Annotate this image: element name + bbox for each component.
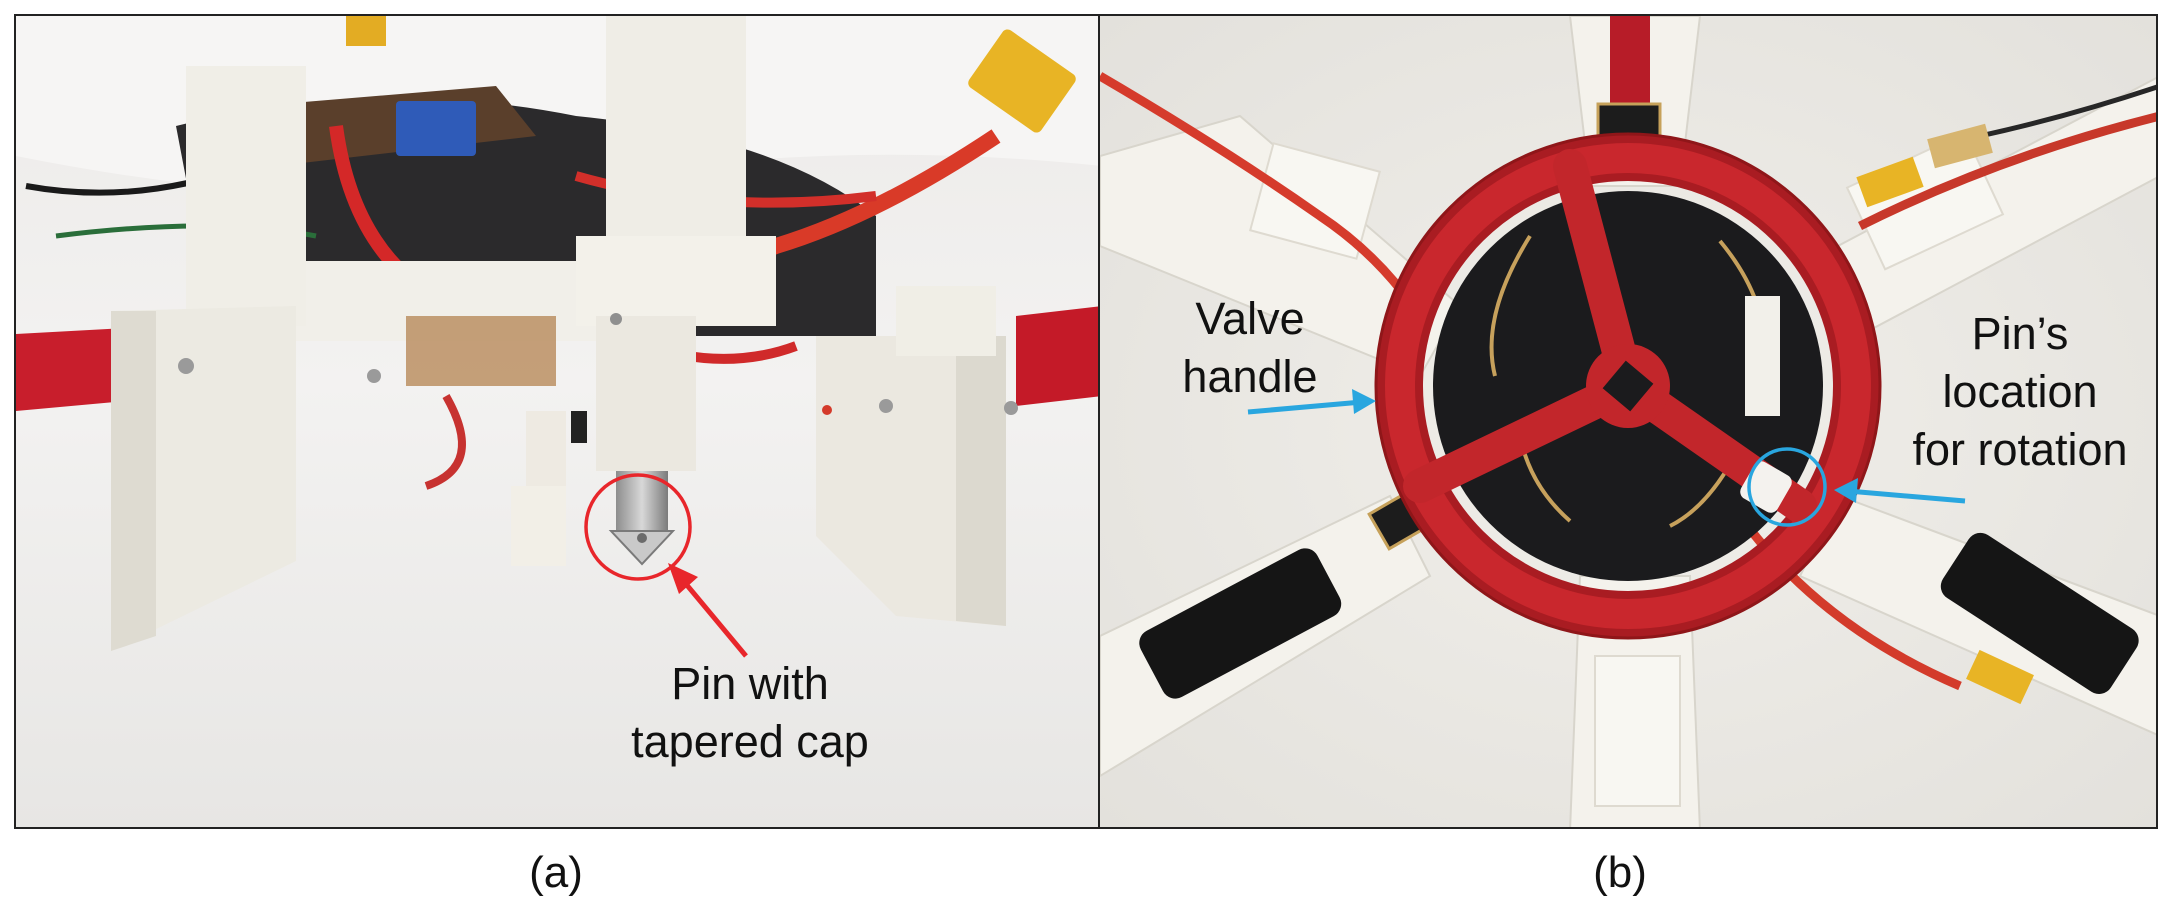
drone-top-view-image — [1100, 16, 2156, 827]
pin-highlight-circle — [584, 473, 692, 581]
label-valve-handle: Valve handle — [1182, 293, 1318, 402]
panel-b-photo — [1098, 14, 2158, 829]
panel-a-caption: (a) — [529, 848, 583, 897]
panel-b-caption: (b) — [1593, 848, 1647, 897]
panel-a-photo — [14, 14, 1100, 829]
drone-side-view-image — [16, 16, 1098, 827]
pin-location-circle — [1747, 447, 1827, 527]
label-pin-with-tapered-cap: Pin with tapered cap — [631, 658, 869, 767]
label-pin-location-for-rotation: Pin’s location for rotation — [1912, 308, 2128, 475]
